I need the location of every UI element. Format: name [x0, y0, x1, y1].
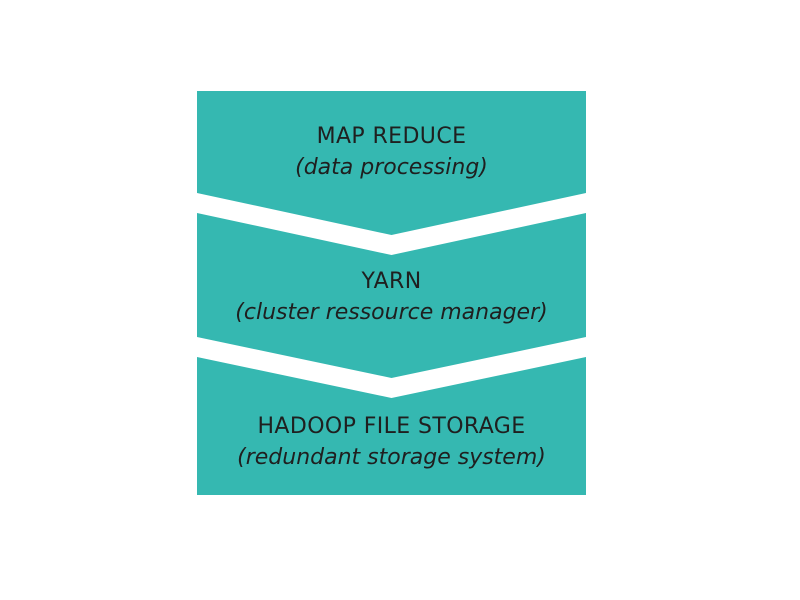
layer-title-map-reduce: MAP REDUCE [316, 124, 467, 149]
layer-subtitle-hadoop-file-storage: (redundant storage system) [237, 445, 546, 470]
layer-title-hadoop-file-storage: HADOOP FILE STORAGE [257, 414, 526, 439]
hadoop-stack-diagram: MAP REDUCE (data processing) YARN (clust… [197, 91, 586, 495]
layer-subtitle-yarn: (cluster ressource manager) [235, 300, 548, 325]
layer-block-map-reduce: MAP REDUCE (data processing) [197, 91, 586, 235]
layer-subtitle-map-reduce: (data processing) [295, 155, 488, 180]
layer-title-yarn: YARN [361, 269, 422, 294]
layer-block-yarn: YARN (cluster ressource manager) [197, 213, 586, 378]
